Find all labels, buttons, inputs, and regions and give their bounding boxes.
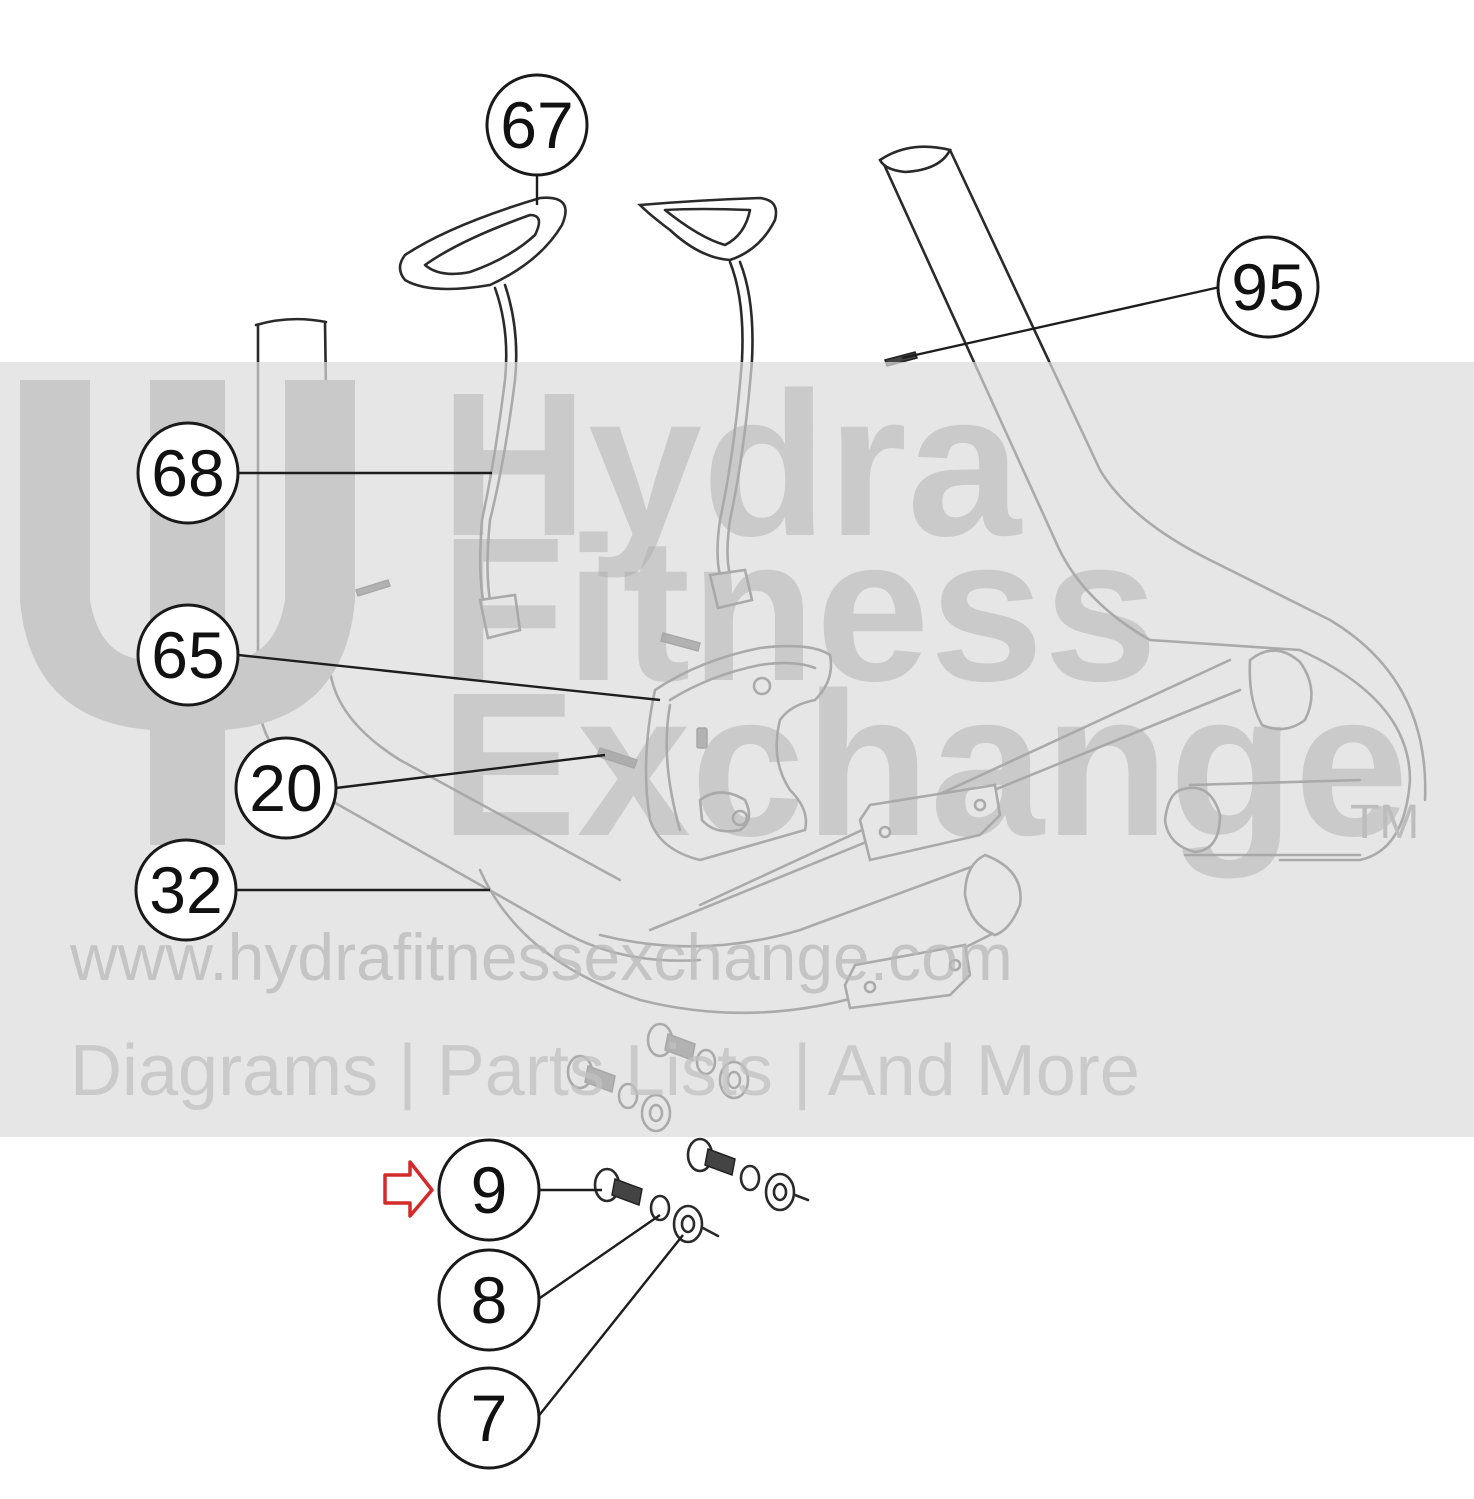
- callout-9-label: 9: [471, 1153, 508, 1227]
- watermark-band: [0, 362, 1474, 1137]
- watermark-url: www.hydrafitnessexchange.com: [69, 920, 1013, 994]
- right-arrow-icon: [383, 1160, 434, 1218]
- callout-67-label: 67: [500, 88, 573, 162]
- watermark-line2: Fitness: [440, 495, 1158, 724]
- callout-8-label: 8: [471, 1263, 508, 1337]
- callout-7-label: 7: [471, 1381, 508, 1455]
- callouts: 67 95 68 65 20 32 9 8: [134, 73, 1320, 1470]
- callout-8: 8: [437, 1248, 541, 1352]
- callout-20: 20: [234, 736, 338, 840]
- callout-9: 9: [437, 1138, 541, 1242]
- leader-lines: [236, 175, 1221, 1419]
- watermark: Hydra Fitness Exchange TM www.hydrafitne…: [0, 350, 1474, 1137]
- callout-95: 95: [1216, 235, 1320, 339]
- callout-7: 7: [437, 1366, 541, 1470]
- callout-68: 68: [136, 421, 240, 525]
- watermark-trademark: TM: [1350, 796, 1419, 849]
- watermark-line3: Exchange: [440, 650, 1408, 879]
- callout-32: 32: [134, 838, 238, 942]
- callout-67: 67: [485, 73, 589, 177]
- watermark-line1: Hydra: [440, 350, 1023, 579]
- callout-95-label: 95: [1231, 250, 1304, 324]
- callout-65-label: 65: [151, 618, 224, 692]
- watermark-tagline: Diagrams | Parts Lists | And More: [70, 1031, 1140, 1111]
- callout-65: 65: [136, 603, 240, 707]
- callout-68-label: 68: [151, 436, 224, 510]
- callout-20-label: 20: [249, 751, 322, 825]
- callout-32-label: 32: [149, 853, 222, 927]
